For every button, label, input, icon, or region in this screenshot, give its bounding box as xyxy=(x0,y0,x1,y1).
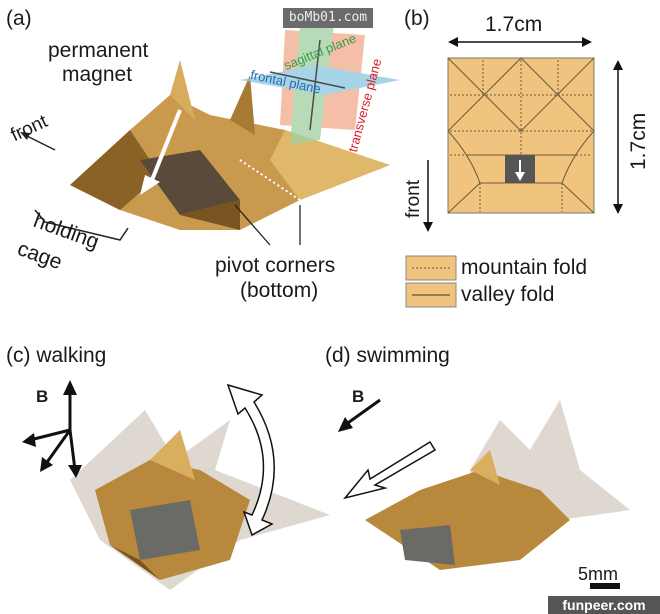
origami-robot-a xyxy=(70,60,390,230)
rotation-arrow xyxy=(226,383,275,537)
panel-b-label: (b) xyxy=(404,7,430,30)
scale-bar-label: 5mm xyxy=(578,564,618,584)
legend-swatch-mountain xyxy=(405,255,457,281)
panel-d-label: (d) swimming xyxy=(325,344,450,367)
pivot-label-1: pivot corners xyxy=(215,254,336,277)
magnet-label-2: magnet xyxy=(62,63,133,86)
magnet-label-1: permanent xyxy=(48,39,149,62)
magnetic-field-arrows-c xyxy=(29,390,77,471)
magnet-pointer-arrow xyxy=(148,109,182,186)
swimming-robot xyxy=(365,400,630,570)
front-label-b: front xyxy=(403,179,424,218)
magnetic-field-arrow-d xyxy=(344,398,381,427)
cage-bracket xyxy=(34,209,129,241)
front-arrow-a xyxy=(24,134,56,151)
watermark-bottom: funpeer.com xyxy=(548,596,660,614)
field-label-c: B xyxy=(36,387,49,406)
panel-c-label: (c) walking xyxy=(6,344,107,367)
walking-robot xyxy=(70,410,330,590)
fold-pattern-diagram xyxy=(447,57,595,214)
legend-valley-fold: valley fold xyxy=(461,283,555,306)
watermark-top: boMb01.com xyxy=(283,8,373,28)
height-dimension-label: 1.7cm xyxy=(627,112,650,170)
width-dimension-label: 1.7cm xyxy=(485,13,543,36)
swim-direction-arrow xyxy=(342,440,437,500)
panel-a-label: (a) xyxy=(6,7,32,30)
dimension-arrows xyxy=(427,41,619,228)
anatomical-planes-icon xyxy=(240,15,400,145)
legend-mountain-fold: mountain fold xyxy=(461,256,588,279)
scale-bar xyxy=(590,583,620,589)
pivot-label-2: (bottom) xyxy=(240,279,319,302)
field-label-d: B xyxy=(352,387,365,406)
